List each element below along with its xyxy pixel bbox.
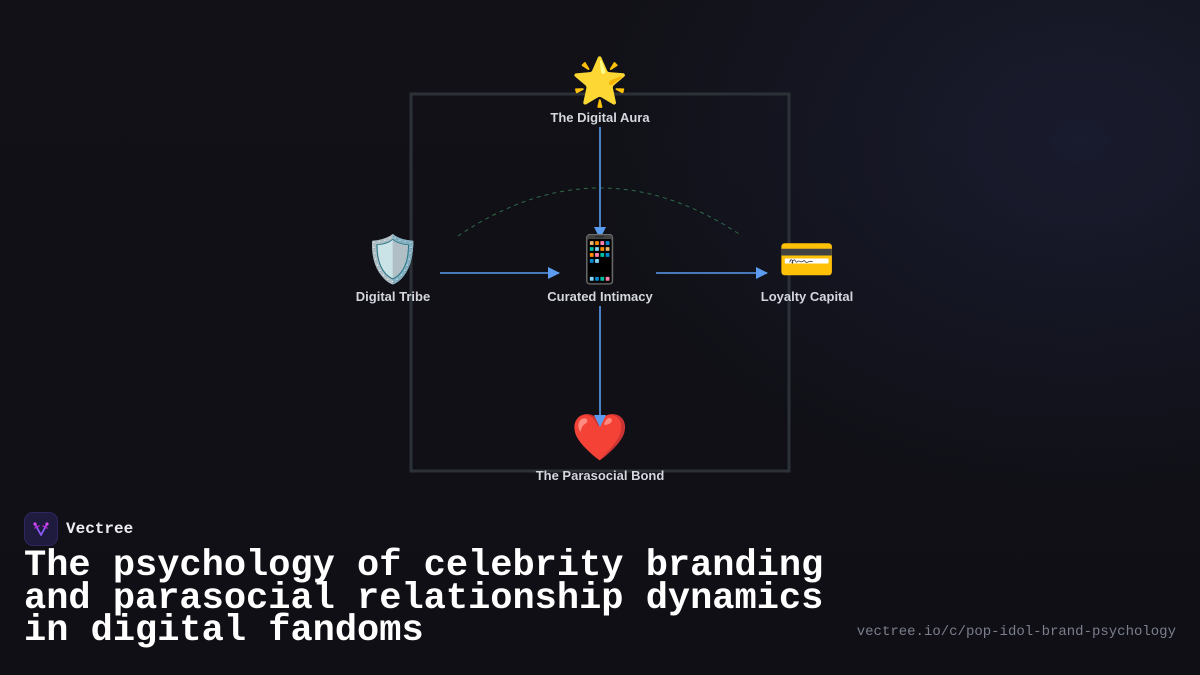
node-label-digital-tribe: Digital Tribe (356, 289, 430, 304)
node-label-loyalty-capital: Loyalty Capital (761, 289, 853, 304)
node-digital-tribe: 🛡️ Digital Tribe (356, 232, 430, 304)
concept-diagram: 🌟 The Digital Aura 🛡️ Digital Tribe 📱 Cu… (356, 54, 853, 483)
node-label-parasocial-bond: The Parasocial Bond (536, 468, 665, 483)
source-url: vectree.io/c/pop-idol-brand-psychology (856, 624, 1176, 640)
node-label-curated-intimacy: Curated Intimacy (547, 289, 653, 304)
node-curated-intimacy: 📱 Curated Intimacy (547, 232, 653, 304)
credit-card-icon: 💳 (778, 232, 835, 286)
node-digital-aura: 🌟 The Digital Aura (550, 54, 650, 125)
mobile-phone-icon: 📱 (571, 232, 628, 286)
diagram-frame (409, 92, 791, 473)
vectree-logo-icon (24, 512, 58, 546)
shield-icon: 🛡️ (364, 232, 421, 286)
glowing-star-icon: 🌟 (571, 54, 628, 109)
page-title: The psychology of celebrity branding and… (24, 545, 824, 652)
brand: Vectree (24, 512, 133, 546)
node-label-digital-aura: The Digital Aura (550, 110, 650, 125)
brand-name: Vectree (66, 520, 134, 538)
node-loyalty-capital: 💳 Loyalty Capital (761, 232, 853, 304)
